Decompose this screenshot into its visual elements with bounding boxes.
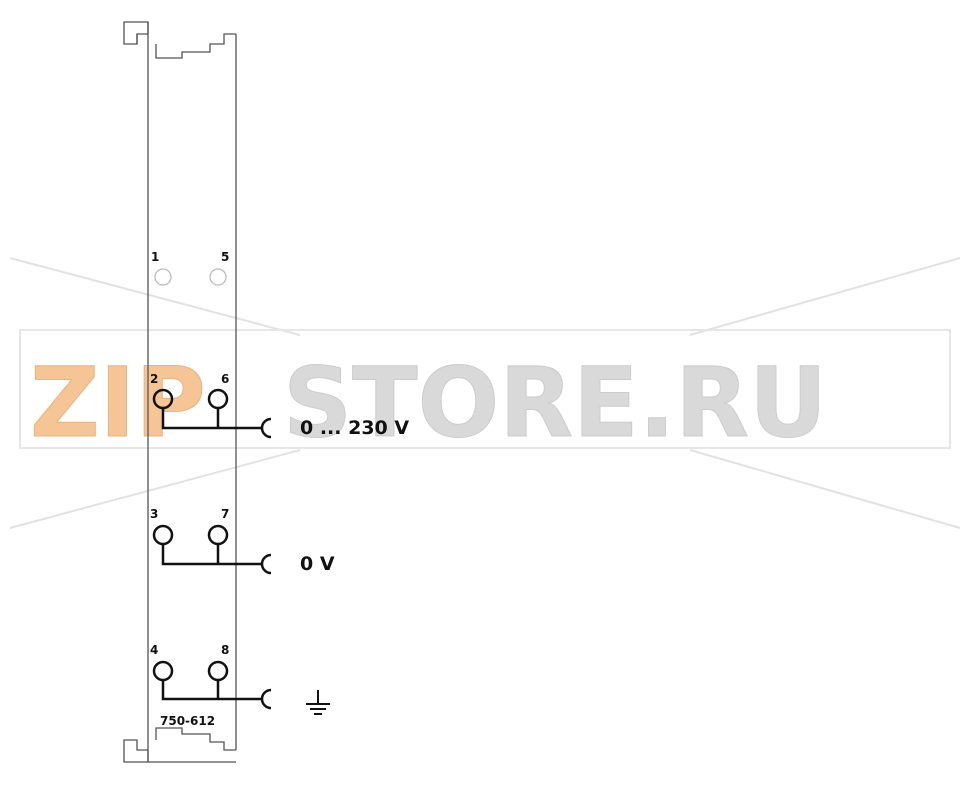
pin-label-3: 3 (150, 507, 158, 521)
connector-ground (260, 688, 272, 710)
terminal-3 (152, 524, 174, 546)
watermark-orange-text: ZIP (30, 347, 206, 459)
terminal-1 (154, 268, 172, 286)
zero-volt-label: 0 V (300, 553, 335, 575)
pin-label-1: 1 (151, 250, 159, 264)
pin-label-6: 6 (221, 372, 229, 386)
ground-icon (306, 690, 330, 715)
wire-zero (161, 544, 263, 566)
module-housing (123, 21, 237, 763)
pin-label-8: 8 (221, 643, 229, 657)
wire-ground (161, 680, 263, 701)
terminal-6 (207, 388, 229, 410)
terminal-group-zero (152, 524, 272, 575)
terminal-5 (209, 268, 227, 286)
wire-voltage (161, 408, 263, 430)
terminal-group-ground (152, 660, 272, 710)
pin-label-7: 7 (221, 507, 229, 521)
terminal-8 (207, 660, 229, 682)
voltage-label: 0 ... 230 V (300, 417, 409, 439)
model-number: 750-612 (160, 714, 215, 728)
terminal-group-voltage (152, 388, 272, 439)
pin-label-5: 5 (221, 250, 229, 264)
terminal-4 (152, 660, 174, 682)
connector-zero (260, 553, 272, 575)
connector-voltage (260, 417, 272, 439)
terminal-group-top: 1 5 (151, 250, 229, 286)
pin-label-4: 4 (150, 643, 158, 657)
pin-label-2: 2 (150, 372, 158, 386)
watermark-gray-text: STORE.RU (283, 347, 827, 459)
watermark: ZIP STORE.RU (9, 257, 961, 529)
terminal-7 (207, 524, 229, 546)
